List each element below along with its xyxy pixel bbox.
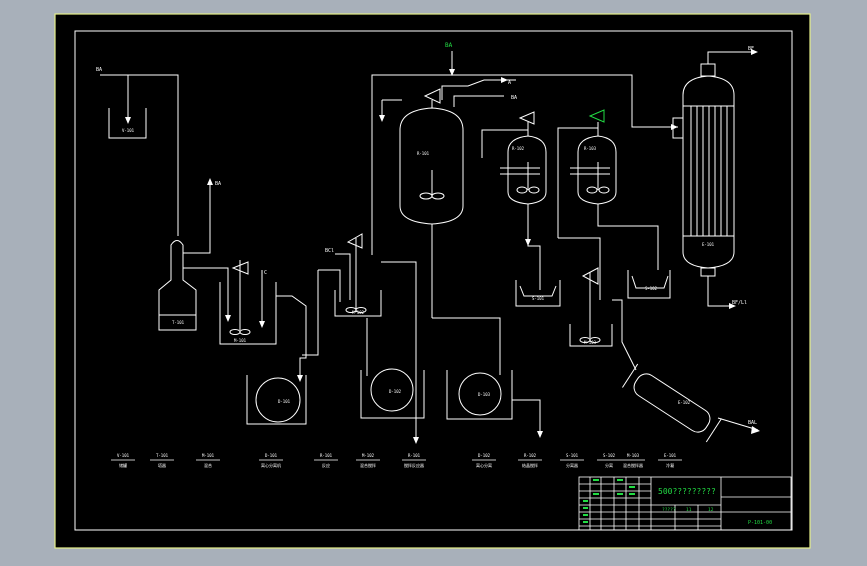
legend-name: 分离	[605, 462, 613, 468]
tag-drum-2: D-102	[389, 389, 402, 394]
tag-crystallizer-1: R-102	[512, 146, 525, 151]
valve-symbol-accent	[588, 109, 605, 123]
legend-item: R-101 反应	[314, 453, 338, 468]
legend-item: R-101 搅拌反应器	[402, 453, 426, 468]
legend-name: 混合搅拌	[360, 462, 376, 468]
drawing-border	[74, 30, 793, 531]
legend-code: E-101	[664, 453, 677, 458]
legend-code: M-103	[627, 453, 640, 458]
title-block	[578, 476, 792, 531]
title-block-project-title: 500?????????	[658, 487, 716, 496]
equipment-legend: V-101 储罐 T-101 塔器 M-101 混合 D-101 离心分离机 R-101 反应 M-…	[111, 453, 682, 468]
legend-item: M-101 混合	[196, 453, 220, 468]
legend-item: M-102 混合搅拌	[356, 453, 380, 468]
legend-item: S-102 分离	[597, 453, 621, 468]
stream-label-i: BF/Ll	[732, 300, 747, 306]
tag-separator-1: S-101	[532, 296, 545, 301]
stream-labels: BA BA A BA C BCl BF BF/Ll BAL	[96, 46, 757, 426]
legend-code: M-101	[202, 453, 215, 458]
valve-symbols	[231, 88, 599, 285]
legend-item: S-101 分离器	[560, 453, 584, 468]
legend-item: M-103 混合搅拌器	[621, 453, 645, 468]
stream-label-c: A	[508, 80, 511, 86]
legend-name: 冷凝	[666, 462, 674, 468]
tag-mix-tank-1: M-101	[234, 338, 247, 343]
stream-label-d: BA	[511, 95, 517, 101]
legend-code: D-102	[478, 453, 491, 458]
title-block-subtext: ?????	[662, 507, 676, 513]
stream-label-b: BA	[215, 181, 221, 187]
legend-name: 离心分离机	[261, 462, 281, 468]
stream-label-a: BA	[96, 67, 102, 73]
legend-item: R-102 结晶搅拌	[518, 453, 542, 468]
legend-name: 储罐	[119, 462, 127, 468]
legend-item: D-101 离心分离机	[259, 453, 283, 468]
tag-mix-tank-2: M-102	[352, 310, 365, 315]
tag-tower: T-101	[172, 320, 185, 325]
legend-code: R-102	[524, 453, 537, 458]
title-block-sheet-2: 12	[708, 507, 714, 513]
tag-crystallizer-2: R-103	[584, 146, 597, 151]
agitators	[229, 186, 610, 343]
legend-name: 搅拌反应器	[404, 462, 424, 468]
legend-name: 分离器	[566, 462, 578, 468]
legend-name: 混合搅拌器	[623, 462, 643, 468]
legend-item: T-101 塔器	[150, 453, 174, 468]
tag-reactor: R-101	[417, 151, 430, 156]
legend-code: T-101	[156, 453, 169, 458]
tag-tank-top-left: V-101	[122, 128, 135, 133]
stream-label-j: BAL	[748, 420, 757, 426]
tag-drum-3: D-103	[478, 392, 491, 397]
legend-code: S-102	[603, 453, 616, 458]
legend-item: D-102 离心分离	[472, 453, 496, 468]
legend-code: R-101	[408, 453, 421, 458]
title-block-ticks	[583, 479, 635, 523]
stream-label-h: BF	[748, 46, 754, 52]
legend-code: R-101	[320, 453, 333, 458]
tag-exchanger: E-102	[678, 400, 691, 405]
legend-name: 离心分离	[476, 462, 492, 468]
legend-name: 塔器	[158, 462, 166, 468]
tag-separator-2: S-102	[645, 286, 658, 291]
legend-item: V-101 储罐	[111, 453, 135, 468]
stream-label-f: C	[264, 270, 267, 276]
title-block-drawing-no: P-101-00	[748, 520, 772, 526]
legend-name: 反应	[322, 462, 330, 468]
tag-condenser: E-101	[702, 242, 715, 247]
hoppers	[519, 275, 669, 297]
top-feed-label: BA	[445, 42, 453, 49]
title-block-sheet-1: 11	[686, 507, 692, 513]
equipment-tags: V-101 T-101 M-101 M-102 R-101 R-102 R-10…	[122, 128, 715, 405]
process-lines	[100, 51, 759, 443]
tag-mix-tank-3: M-103	[584, 340, 597, 345]
flow-arrows	[125, 49, 760, 444]
line-markers	[500, 167, 610, 175]
legend-code: M-102	[362, 453, 375, 458]
legend-item: E-101 冷凝	[658, 453, 682, 468]
stream-label-g: BCl	[325, 248, 334, 254]
legend-name: 混合	[204, 462, 212, 468]
legend-code: V-101	[117, 453, 130, 458]
legend-code: D-101	[265, 453, 278, 458]
legend-code: S-101	[566, 453, 579, 458]
legend-name: 结晶搅拌	[522, 462, 538, 468]
tag-drum-1: D-101	[278, 399, 291, 404]
